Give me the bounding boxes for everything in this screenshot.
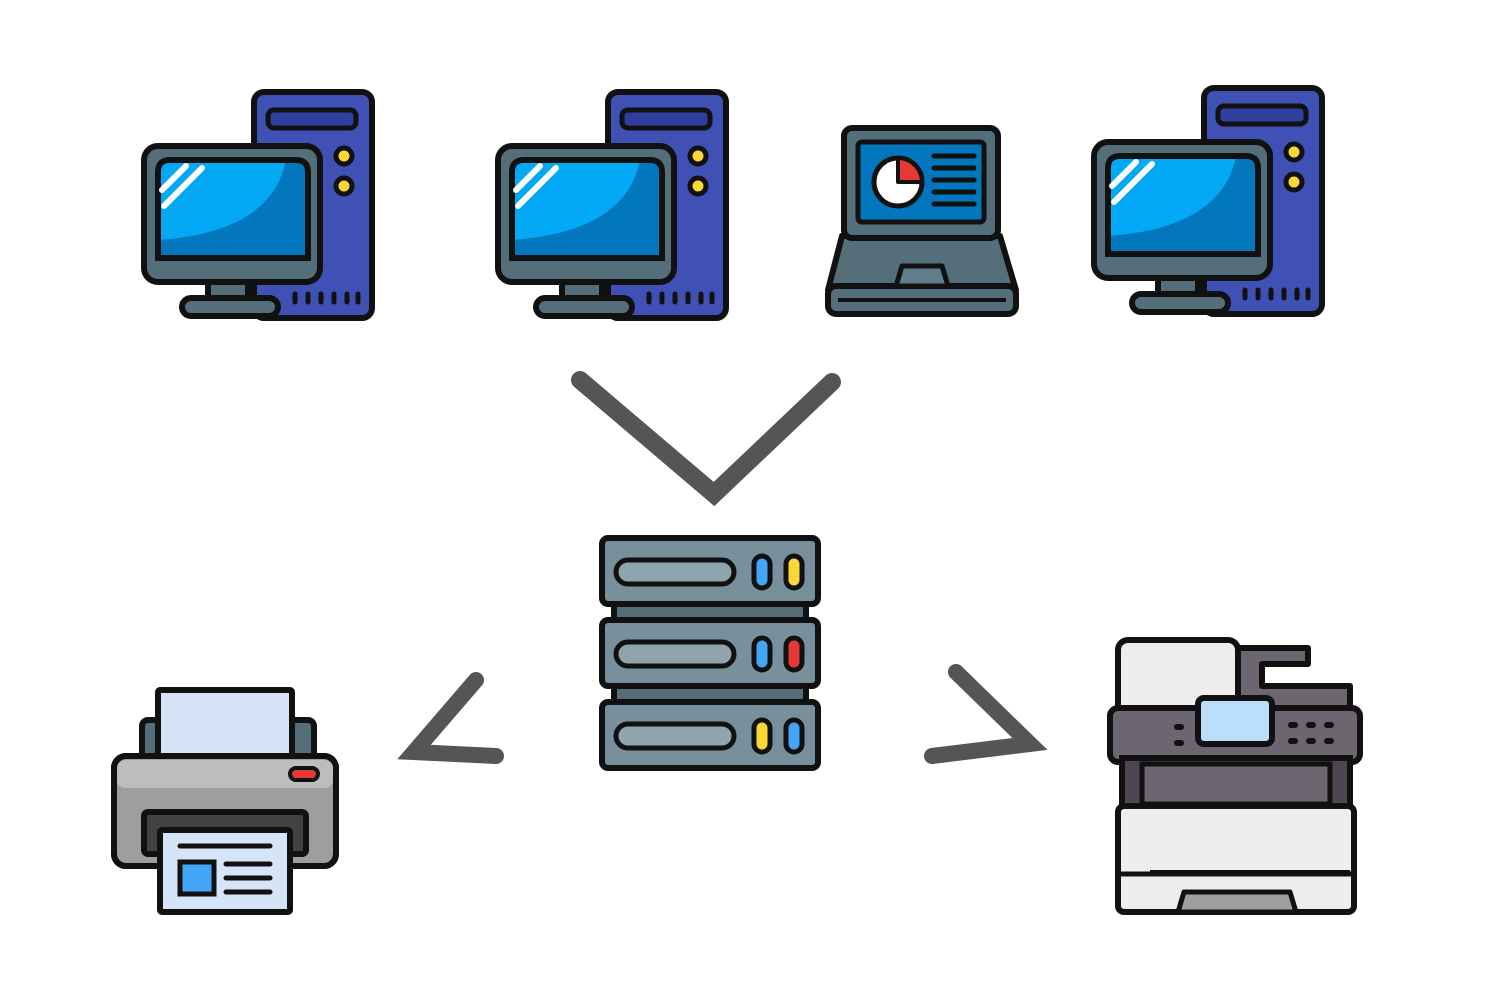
server-rack-icon (599, 535, 821, 771)
chevron-right-icon (924, 664, 1048, 764)
monitor (141, 143, 323, 319)
server-unit (599, 617, 821, 689)
desktop-computer-icon (495, 89, 729, 321)
server-unit (599, 535, 821, 607)
desktop-computer-icon (141, 89, 375, 321)
chevron-left-icon (397, 672, 504, 764)
chevron-down-icon (571, 371, 841, 507)
monitor (495, 143, 677, 319)
printer-icon (111, 687, 339, 915)
monitor (1091, 139, 1273, 315)
laptop-icon (825, 125, 1019, 317)
desktop-computer-icon (1091, 85, 1325, 317)
server-unit (599, 699, 821, 771)
multifunction-copier-icon (1107, 637, 1363, 915)
